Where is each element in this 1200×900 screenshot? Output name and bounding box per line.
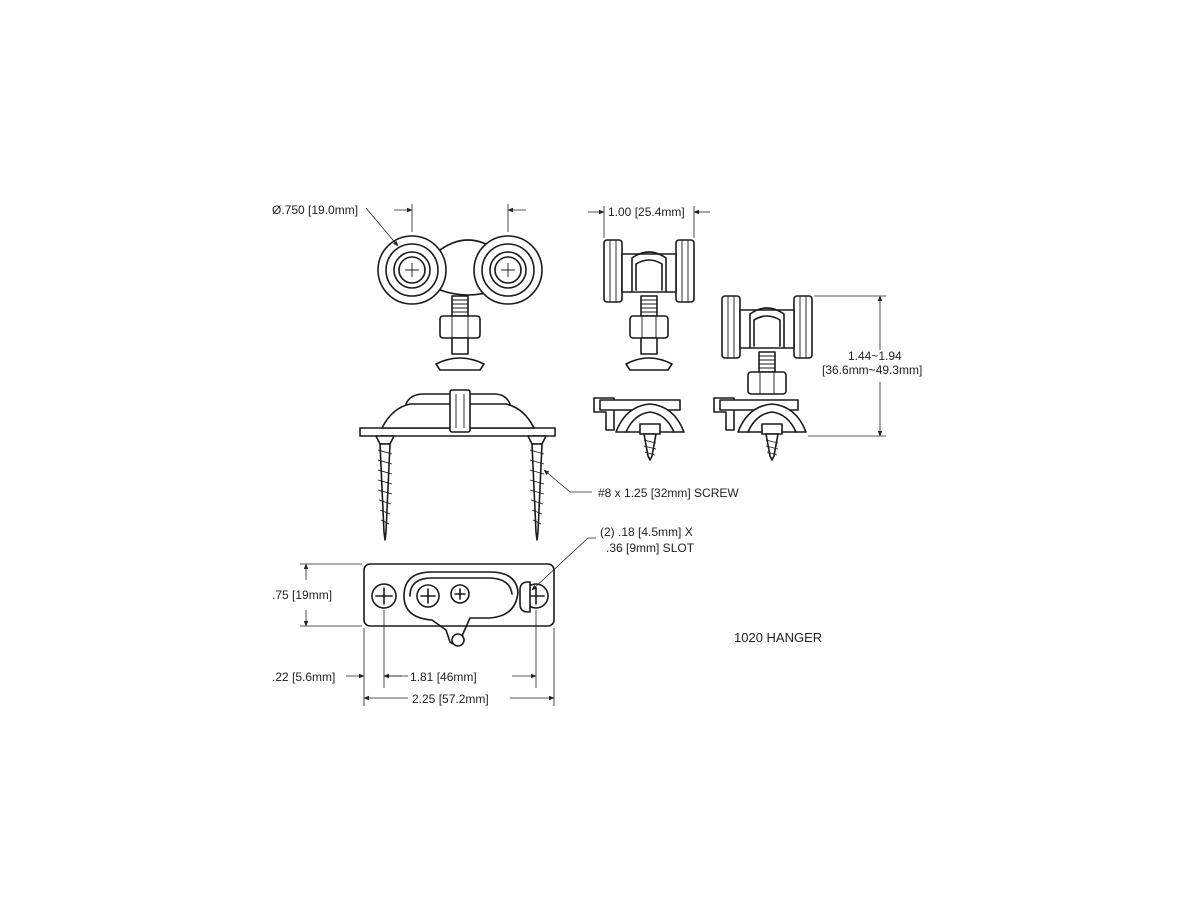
drawing-title: 1020 HANGER [734, 630, 822, 645]
height-range-label-line1: 1.44~1.94 [848, 349, 902, 363]
screw-label: #8 x 1.25 [32mm] SCREW [598, 486, 739, 500]
trolley-assembled-side-view [713, 295, 813, 461]
slot-label-line1: (2) .18 [4.5mm] X [600, 525, 693, 539]
plate-height-label: .75 [19mm] [272, 588, 332, 602]
wheel-width-label: 1.00 [25.4mm] [608, 205, 685, 219]
dimension-lines [300, 204, 886, 706]
bracket-with-screws-front [359, 389, 556, 541]
wheel-diameter-label: Ø.750 [19.0mm] [272, 203, 358, 217]
hole-offset-label: .22 [5.6mm] [272, 670, 335, 684]
slot-label-line2: .36 [9mm] SLOT [606, 541, 695, 555]
trolley-side-view [603, 239, 695, 371]
trolley-front-view [377, 235, 543, 371]
bracket-plate-top-view [363, 563, 555, 647]
hole-spacing-label: 1.81 [46mm] [410, 670, 477, 684]
screw-left [375, 435, 395, 541]
bracket-side-view [593, 397, 685, 461]
plate-length-label: 2.25 [57.2mm] [412, 692, 489, 706]
height-range-label-line2: [36.6mm~49.3mm] [822, 363, 922, 377]
screw-right [527, 435, 547, 541]
